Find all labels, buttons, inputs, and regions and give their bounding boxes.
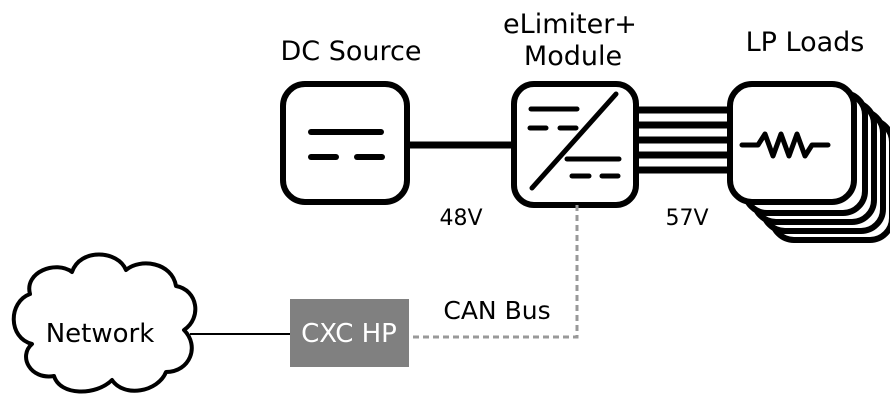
dc-symbol-icon — [308, 129, 385, 160]
resistor-icon — [739, 131, 831, 159]
output-power-lines — [636, 106, 736, 174]
lp-loads-label: LP Loads — [746, 27, 865, 58]
input-voltage-label: 48V — [439, 206, 482, 231]
lp-loads-stack — [727, 81, 890, 243]
can-bus-line — [409, 205, 579, 339]
dc-source-box — [280, 81, 410, 205]
network-label: Network — [46, 319, 155, 349]
dc-dc-converter-icon — [527, 91, 622, 191]
cxc-hp-box — [290, 299, 409, 367]
can-bus-label: CAN Bus — [443, 296, 550, 325]
elimiter-label-line1: eLimiter+ — [503, 9, 637, 40]
cxc-hp-label: CXC HP — [301, 319, 397, 349]
output-voltage-label: 57V — [665, 206, 708, 231]
elimiter-label-line2: Module — [524, 41, 622, 72]
dc-source-label: DC Source — [281, 36, 422, 67]
cloud-icon — [11, 252, 198, 394]
